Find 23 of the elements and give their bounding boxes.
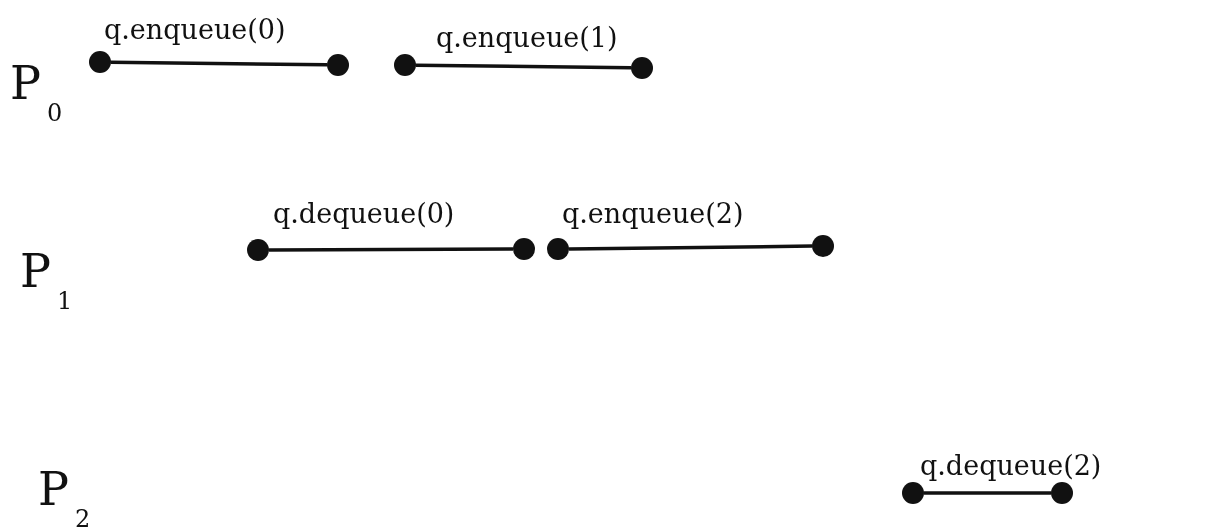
endpoint-dot [1051, 482, 1073, 504]
interval-line [924, 491, 1051, 495]
endpoint-dot [327, 54, 349, 76]
endpoint-dot [812, 235, 834, 257]
edge-label: q.enqueue(2) [562, 200, 744, 227]
endpoint-dot [902, 482, 924, 504]
process-label: P$_{0}$ [10, 60, 63, 125]
edge-label: q.dequeue(2) [920, 452, 1102, 479]
interval-line [415, 63, 632, 70]
interval-line [568, 244, 813, 251]
interval-line [269, 247, 513, 252]
endpoint-dot [394, 54, 416, 76]
endpoint-dot [513, 238, 535, 260]
edge-label: q.enqueue(1) [436, 24, 618, 51]
edge-label: q.enqueue(0) [104, 16, 286, 43]
endpoint-dot [247, 239, 269, 261]
edge-label: q.dequeue(0) [273, 200, 455, 227]
process-label: P$_{1}$ [20, 248, 73, 313]
endpoint-dot [631, 57, 653, 79]
endpoint-dot [89, 51, 111, 73]
process-label: P$_{2}$ [38, 466, 91, 531]
endpoint-dot [547, 238, 569, 260]
interval-line [110, 60, 328, 67]
